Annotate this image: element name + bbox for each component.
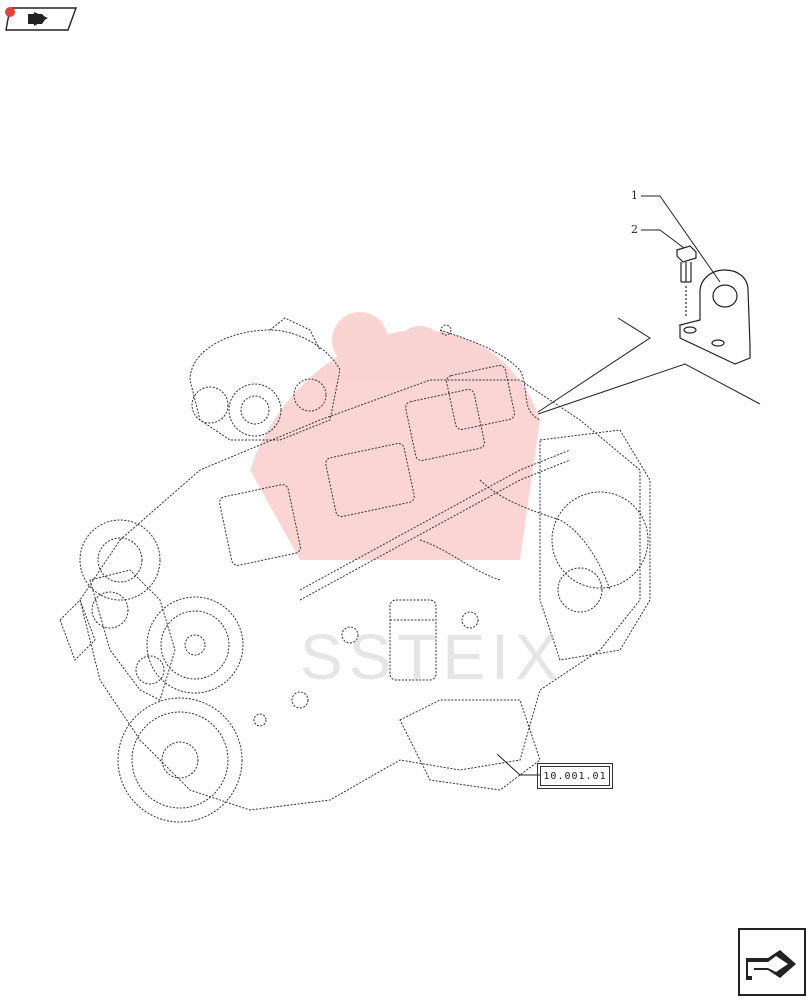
callout-item-1: 1 [631,189,638,202]
reference-link[interactable]: 10.001.01 [537,763,613,789]
leader-lines [496,195,761,776]
book-navigation-icon[interactable] [4,4,78,32]
next-page-arrow-icon[interactable] [738,928,806,996]
engine-outline [59,317,651,823]
bracket-part [678,269,751,365]
logo-watermark [250,312,540,560]
callout-item-2: 2 [631,223,638,236]
bolt-part [676,245,697,318]
